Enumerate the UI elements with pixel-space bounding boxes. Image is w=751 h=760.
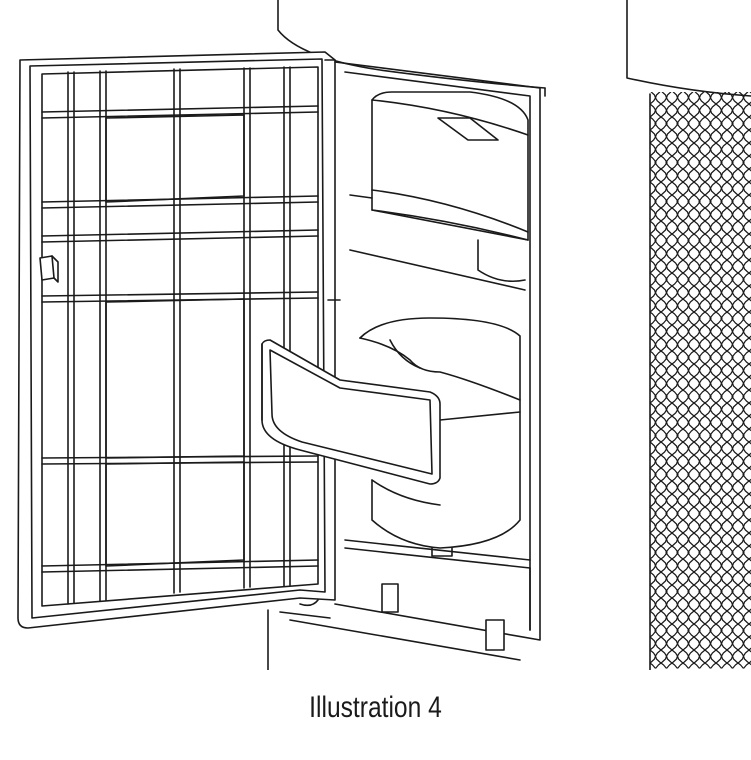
mesh-strand bbox=[687, 92, 701, 669]
mesh-strand bbox=[650, 92, 657, 669]
bottom-spacers bbox=[381, 583, 505, 651]
illustration-caption: Illustration 4 bbox=[309, 691, 442, 724]
mesh-filter bbox=[649, 92, 751, 670]
upper-water-tank bbox=[349, 91, 529, 291]
mesh-strand bbox=[698, 92, 712, 669]
mesh-strand bbox=[665, 92, 679, 669]
open-door-panel bbox=[17, 51, 341, 629]
illustration-figure bbox=[17, 0, 751, 670]
mesh-strand bbox=[676, 92, 690, 669]
mesh-strand bbox=[720, 92, 734, 669]
mesh-strand bbox=[654, 92, 668, 669]
mesh-strand bbox=[709, 92, 723, 669]
cabinet-top bbox=[277, 0, 546, 97]
lower-water-tank bbox=[261, 317, 521, 557]
cabinet-base bbox=[267, 599, 521, 670]
cabinet-interior bbox=[334, 61, 541, 641]
mesh-strand bbox=[742, 92, 751, 666]
right-unit-top bbox=[626, 0, 751, 97]
mesh-strand bbox=[731, 92, 745, 669]
